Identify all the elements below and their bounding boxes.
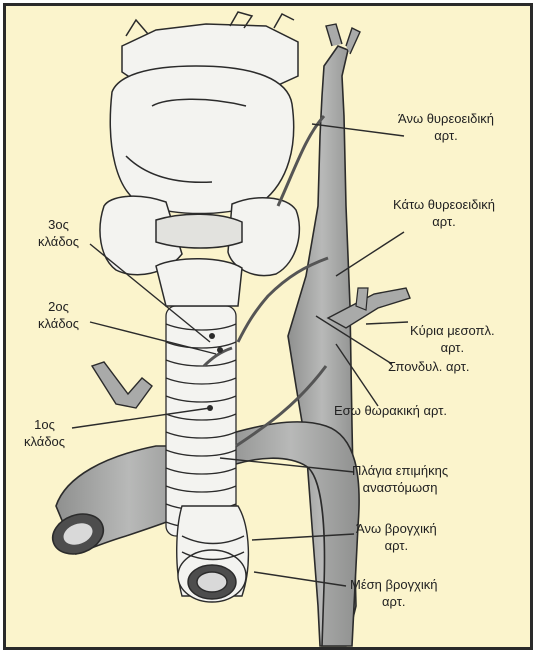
label-vertebral-artery: Σπονδυλ. αρτ.	[388, 358, 469, 375]
label-costocervical-artery: Κύρια μεσοπλ.αρτ.	[410, 322, 495, 356]
trachea	[166, 306, 236, 536]
bronchus	[177, 506, 249, 602]
larynx-thyroid	[100, 12, 299, 306]
vertebral-vessel	[356, 288, 368, 310]
left-upper-branch	[92, 362, 152, 408]
label-internal-thoracic-artery: Εσω θωρακική αρτ.	[334, 402, 447, 419]
